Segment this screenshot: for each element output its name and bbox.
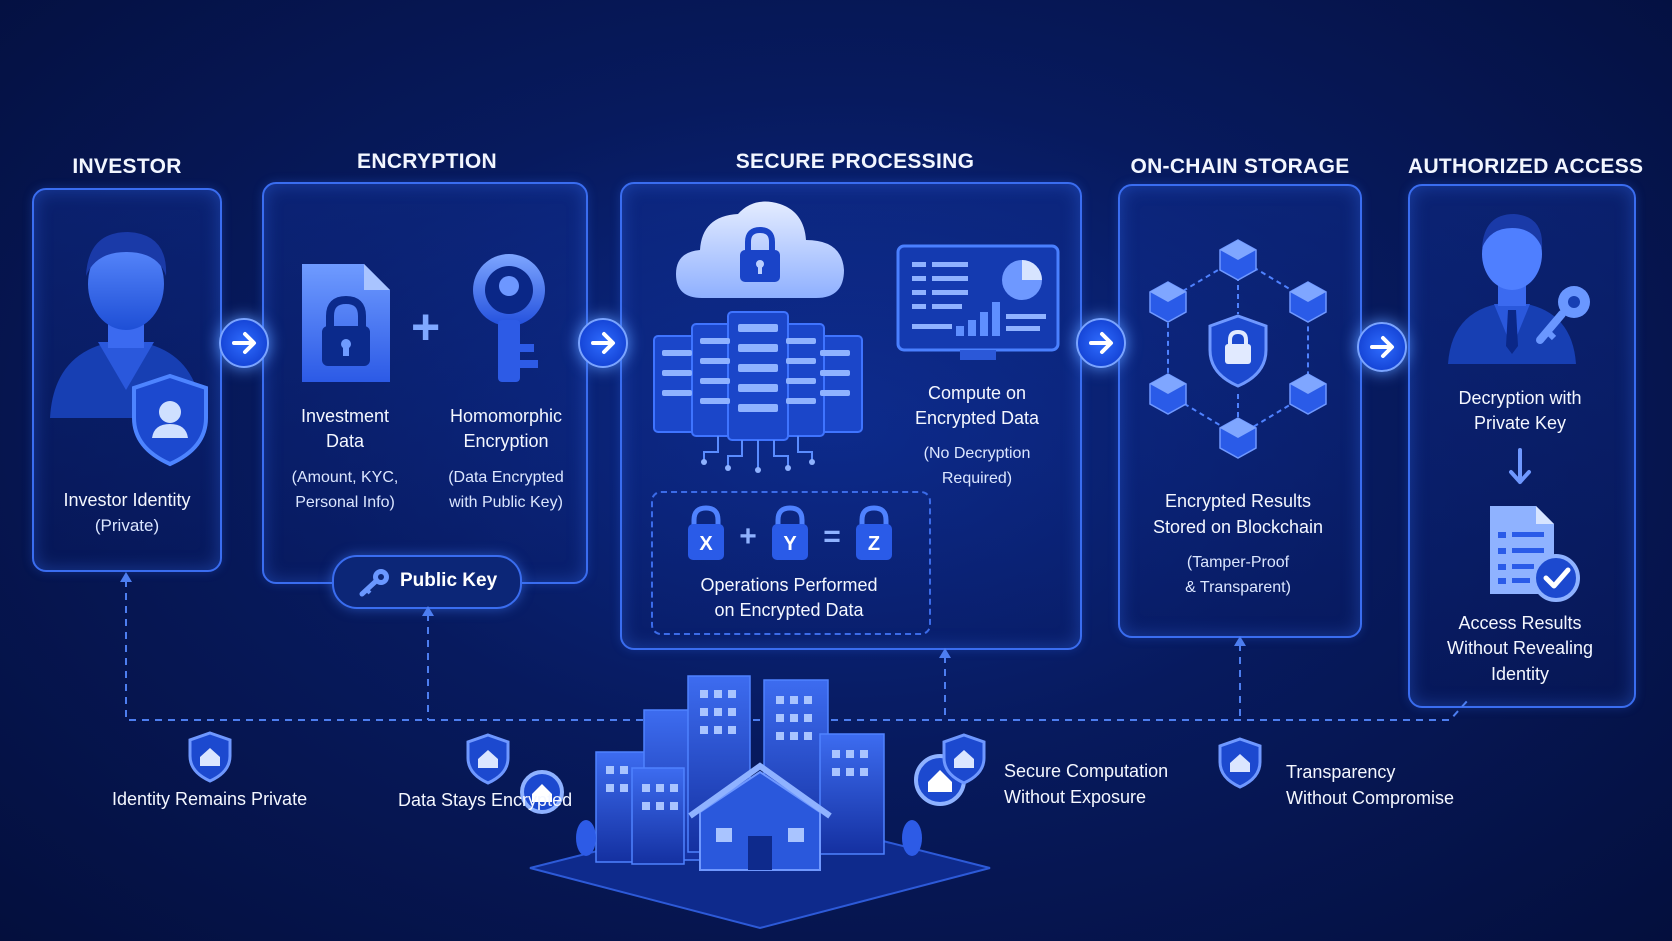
benefit-secure-computation-2: Without Exposure: [1004, 787, 1147, 807]
decryption-label-2: Private Key: [1473, 413, 1567, 433]
benefit-identity-private: Identity Remains Private: [112, 789, 308, 809]
eq-x: X: [699, 533, 713, 555]
benefit-transparency-1: Transparency: [1286, 762, 1396, 782]
investment-data-sub-2: Personal Info): [295, 494, 395, 511]
flow-arrow-1: [219, 318, 269, 368]
encryption-heading: ENCRYPTION: [357, 150, 497, 173]
authorized-access-heading: AUTHORIZED ACCESS: [1408, 155, 1644, 178]
investor-private-sub: (Private): [94, 516, 160, 535]
homomorphic-sub-1: (Data Encrypted: [448, 469, 564, 486]
benefit-transparency-2: Without Compromise: [1286, 788, 1455, 808]
arrow-right-icon: [1089, 332, 1113, 354]
compute-label-1: Compute on: [927, 383, 1027, 403]
onchain-storage-heading: ON-CHAIN STORAGE: [1130, 155, 1350, 178]
compute-label-2: Encrypted Data: [914, 408, 1040, 428]
operations-box: [651, 491, 931, 635]
flow-arrow-2: [578, 318, 628, 368]
homomorphic-label-2: Encryption: [463, 431, 549, 451]
operations-label-1: Operations Performed: [700, 575, 878, 595]
lock-x-icon: [688, 505, 724, 560]
encrypted-equation: X + Y = Z: [688, 505, 892, 560]
shield-home-icon: [188, 731, 232, 783]
access-result-label-3: Identity: [1490, 664, 1550, 684]
encryption-panel: [262, 182, 588, 584]
eq-y: Y: [783, 533, 797, 555]
onchain-sub-1: (Tamper-Proof: [1186, 554, 1290, 571]
public-key-badge: Public Key: [332, 555, 522, 609]
arrow-right-icon: [232, 332, 256, 354]
eq-plus: +: [739, 520, 757, 553]
shield-home-icon: [942, 733, 986, 785]
investment-data-label-2: Data: [325, 431, 365, 451]
shield-user-icon: [132, 373, 208, 467]
investor-identity-label: Investor Identity: [63, 490, 191, 510]
compute-sub-1: (No Decryption: [923, 445, 1031, 462]
arrow-right-icon: [591, 332, 615, 354]
shield-home-icon: [1218, 737, 1262, 789]
compute-sub-2: Required): [941, 470, 1013, 487]
plus-sign: +: [411, 299, 441, 355]
investment-data-label-1: Investment: [300, 406, 390, 426]
flow-arrow-4: [1357, 322, 1407, 372]
access-result-label-2: Without Revealing: [1446, 638, 1594, 658]
eq-equals: =: [823, 520, 841, 553]
lock-z-icon: [856, 505, 892, 560]
report-check-icon: [1490, 506, 1580, 602]
homomorphic-sub-2: with Public Key): [449, 494, 563, 511]
arrow-down-icon: [1509, 448, 1531, 484]
key-icon: [359, 569, 389, 597]
lock-y-icon: [772, 505, 808, 560]
public-key-label: Public Key: [400, 570, 498, 591]
shield-home-icon: [466, 733, 510, 785]
document-lock-icon: [302, 264, 390, 382]
authorized-person-key-icon: [1448, 214, 1590, 364]
onchain-label-2: Stored on Blockchain: [1152, 517, 1324, 537]
investor-heading: INVESTOR: [72, 155, 182, 178]
arrow-right-icon: [1370, 336, 1394, 358]
benefit-data-encrypted: Data Stays Encrypted: [398, 790, 573, 810]
access-result-label-1: Access Results: [1458, 613, 1582, 633]
secure-processing-heading: SECURE PROCESSING: [735, 150, 975, 173]
eq-z: Z: [868, 533, 880, 555]
benefit-secure-computation-1: Secure Computation: [1004, 761, 1169, 781]
investment-data-sub-1: (Amount, KYC,: [291, 469, 399, 486]
home-badge-icon: [520, 770, 564, 814]
homomorphic-label-1: Homomorphic: [449, 406, 563, 426]
key-icon: [473, 254, 545, 382]
cloud-lock-icon: [676, 201, 844, 298]
onchain-label-1: Encrypted Results: [1164, 491, 1312, 511]
server-rack-icon: [653, 311, 863, 473]
onchain-sub-2: & Transparent): [1185, 579, 1291, 596]
decryption-label-1: Decryption with: [1458, 388, 1582, 408]
flow-arrow-3: [1076, 318, 1126, 368]
smart-city-icon: [520, 675, 991, 930]
operations-label-2: on Encrypted Data: [714, 600, 864, 620]
blockchain-network-icon: [1149, 239, 1327, 459]
analytics-monitor-icon: [896, 244, 1060, 360]
